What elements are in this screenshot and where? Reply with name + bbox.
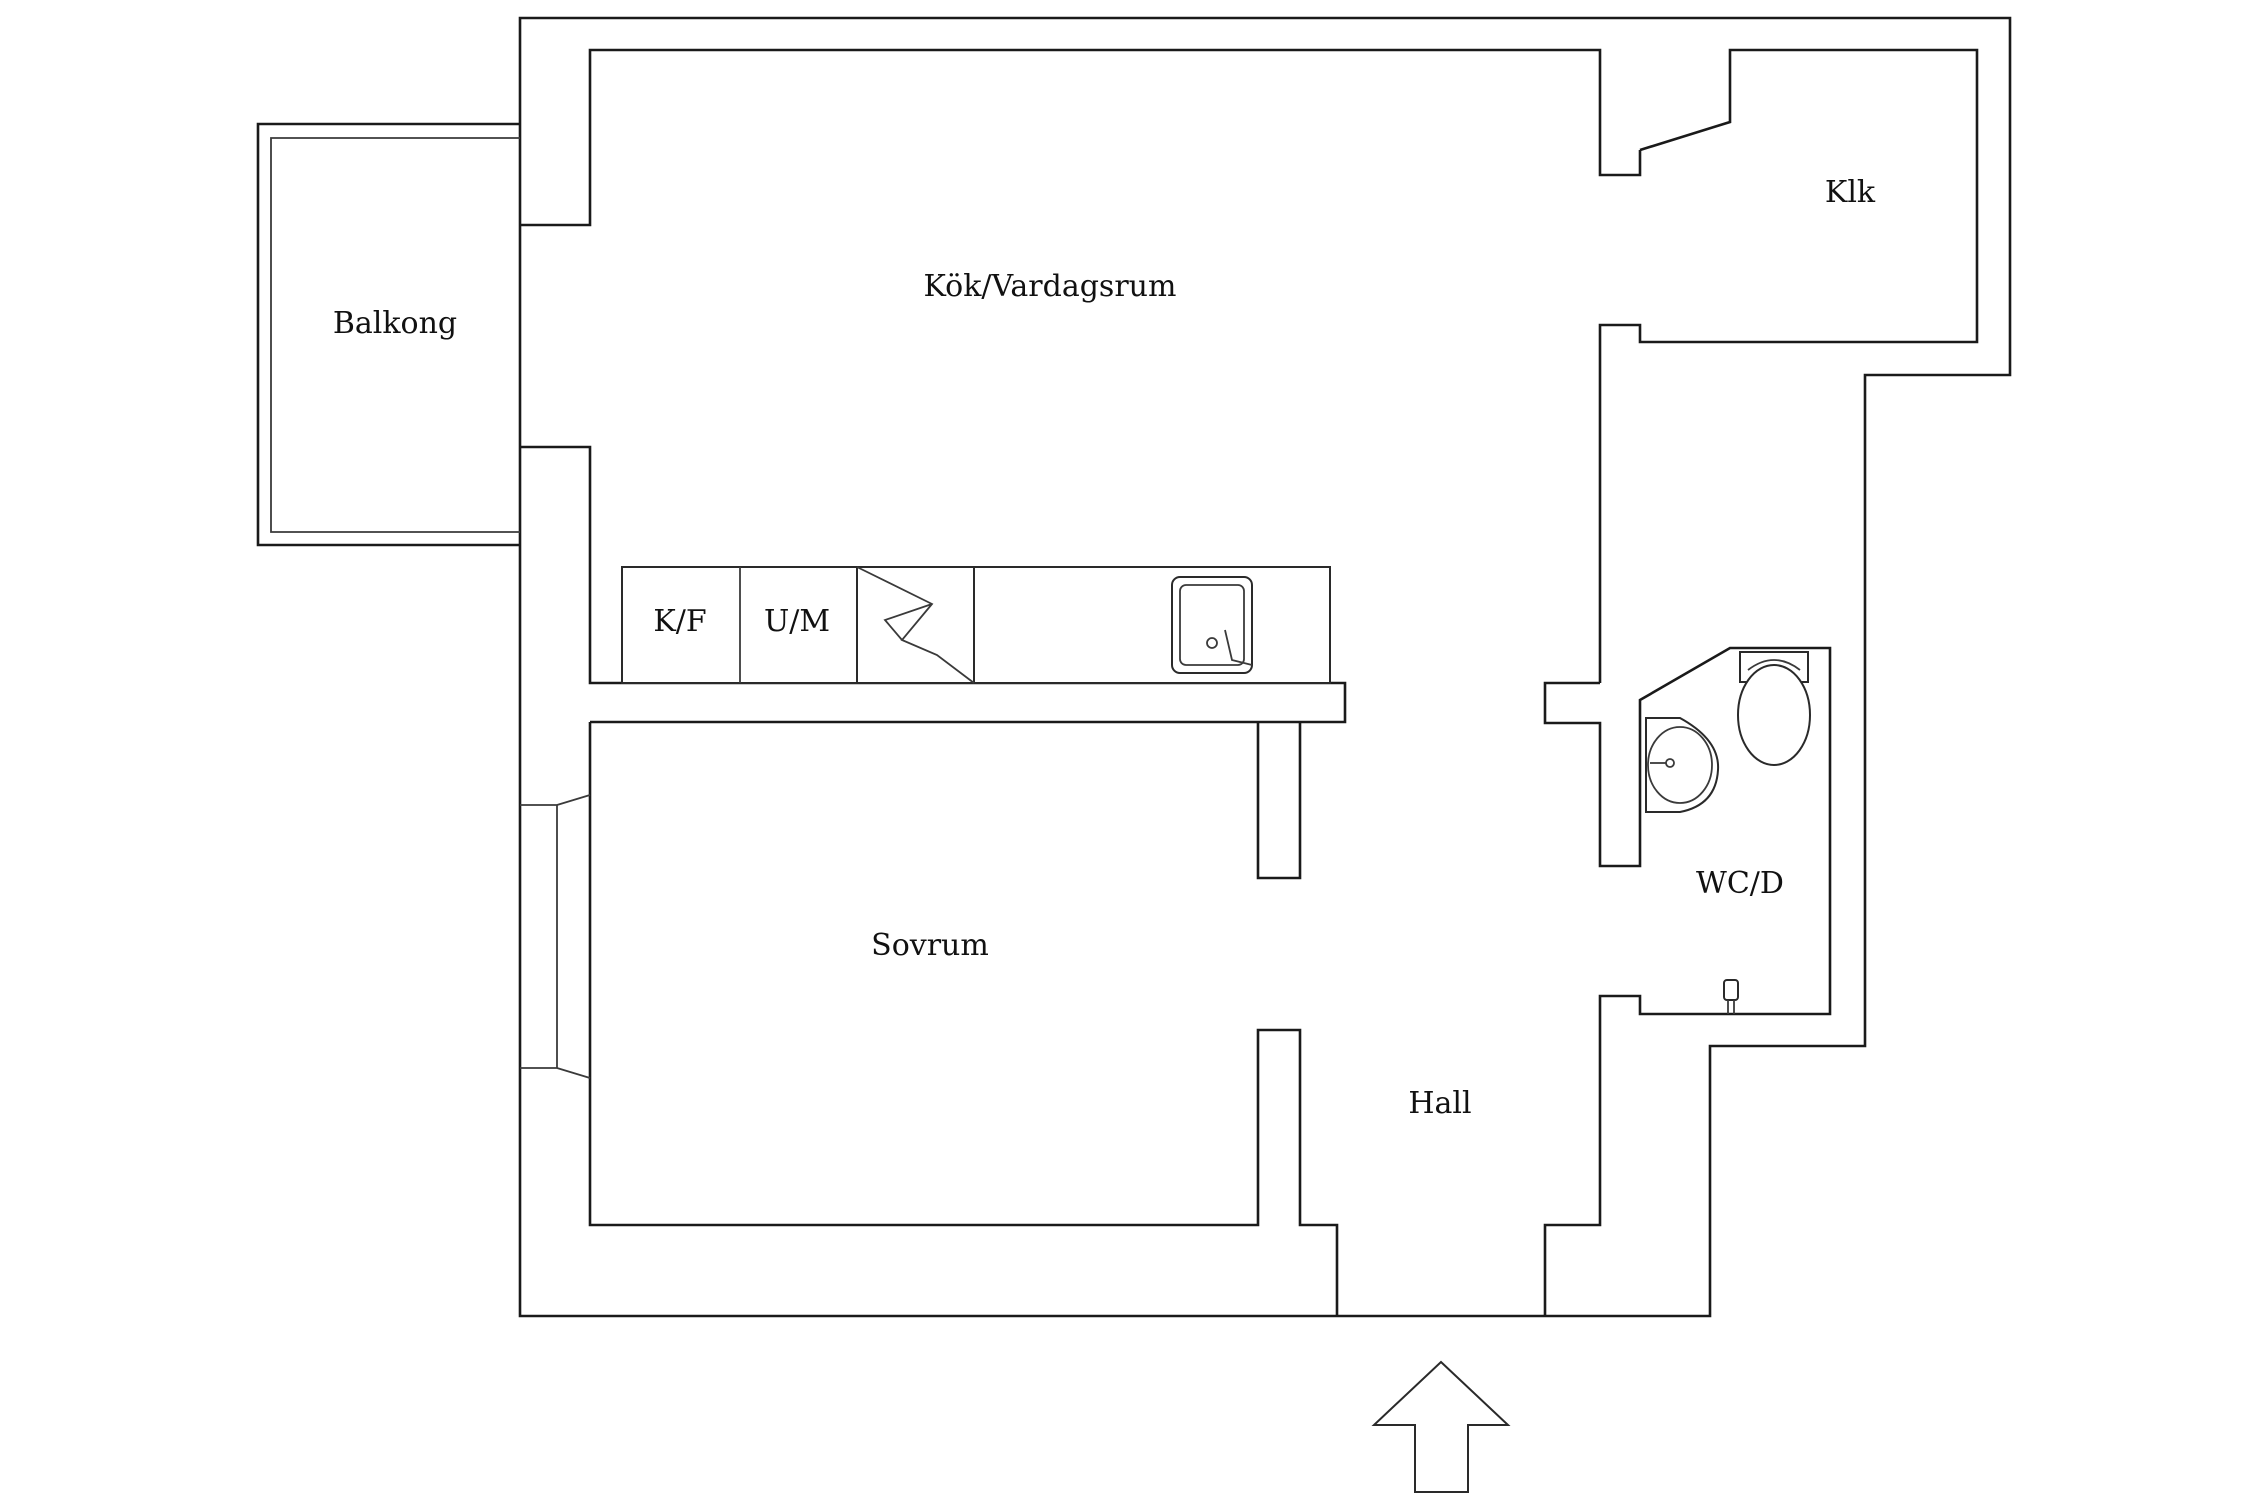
toilet-icon bbox=[1737, 651, 1811, 766]
bedroom-wall bbox=[1256, 722, 1302, 880]
closet-wall bbox=[1598, 48, 1979, 683]
room-label-bathroom: WC/D bbox=[1696, 866, 1784, 901]
stove-icon bbox=[856, 566, 975, 684]
outer-wall bbox=[518, 16, 2012, 1318]
room-label-closet: Klk bbox=[1825, 175, 1876, 210]
room-label-hall: Hall bbox=[1408, 1086, 1471, 1121]
bedroom-outline bbox=[588, 722, 1339, 1316]
shower-icon bbox=[1723, 979, 1739, 1014]
hall-right-wall bbox=[1543, 681, 1642, 868]
balcony-outer bbox=[256, 122, 520, 547]
bedroom-window bbox=[520, 794, 591, 1079]
washbasin-icon bbox=[1645, 717, 1720, 813]
appliance-label-fridge-freezer: K/F bbox=[653, 604, 706, 639]
balcony-inner bbox=[270, 137, 520, 533]
room-label-kitchen-living: Kök/Vardagsrum bbox=[924, 269, 1177, 304]
kitchen-living-wall bbox=[520, 48, 1642, 227]
kitchen-sink-icon bbox=[1171, 576, 1253, 674]
appliance-label-microwave: U/M bbox=[764, 604, 830, 639]
room-label-balcony: Balkong bbox=[333, 306, 457, 341]
bathroom-wall bbox=[1543, 646, 1832, 1316]
entrance-arrow-icon bbox=[1371, 1360, 1511, 1493]
room-label-bedroom: Sovrum bbox=[871, 928, 989, 963]
